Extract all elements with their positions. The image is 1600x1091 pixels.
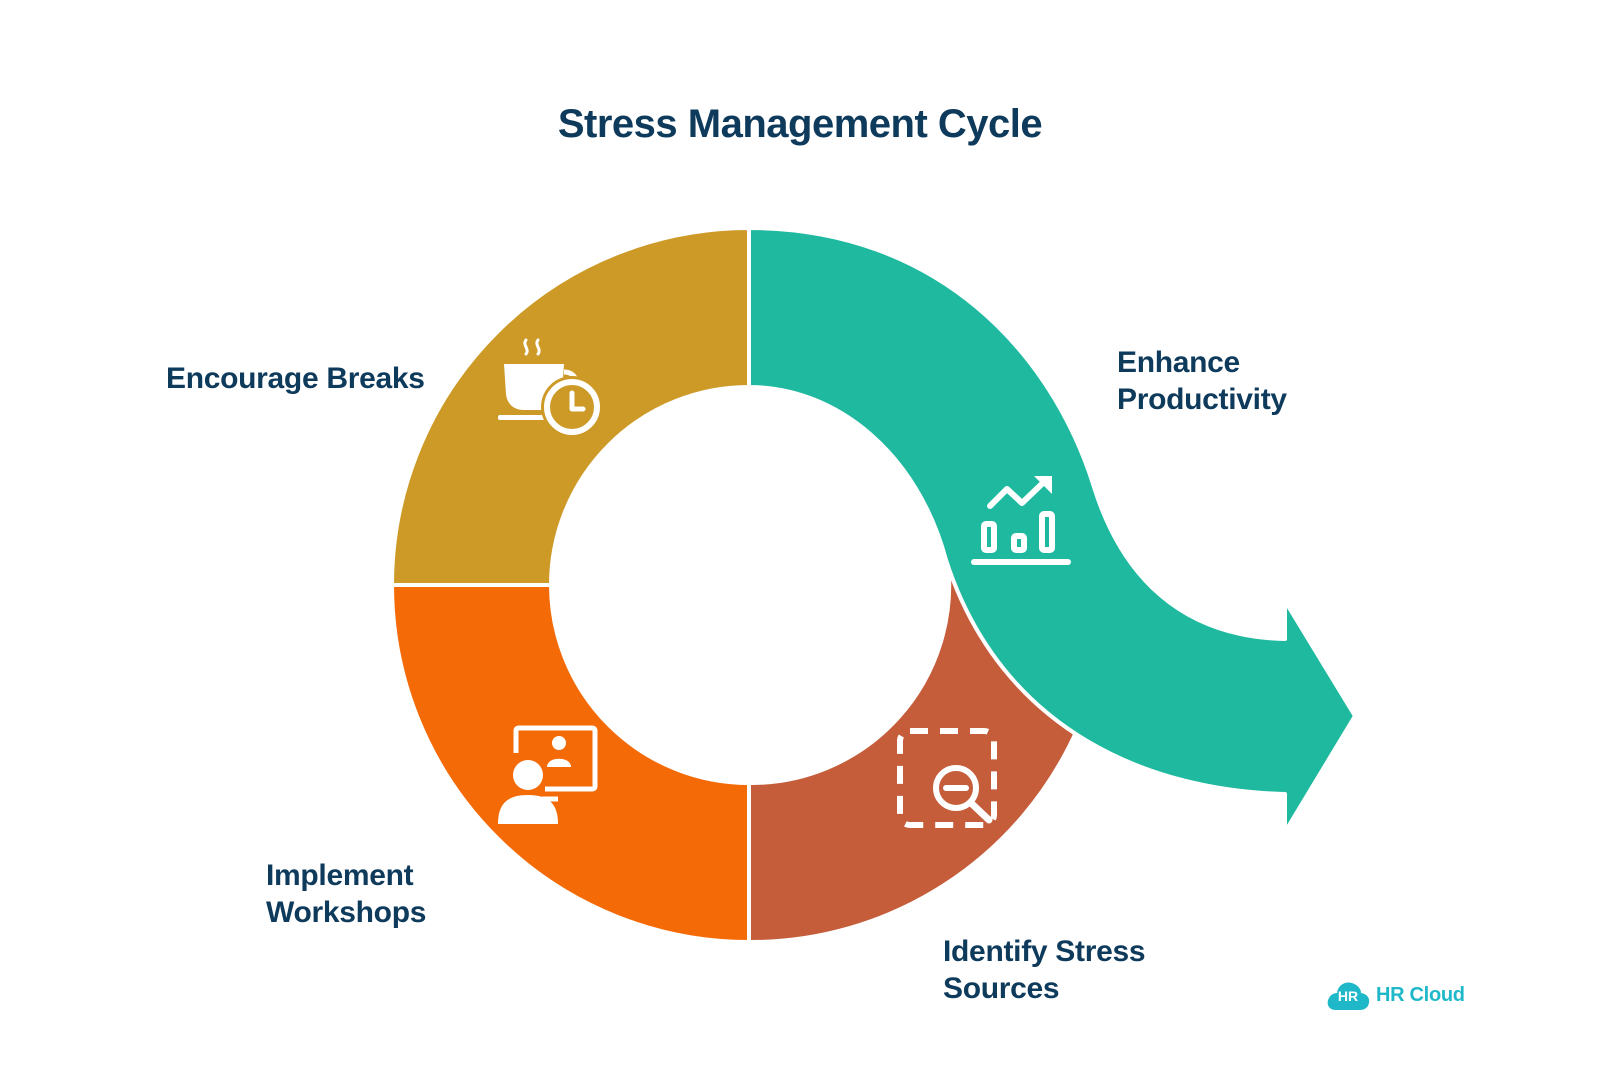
label-line: Implement bbox=[266, 859, 414, 892]
label-implement-workshops: Implement Workshops bbox=[266, 857, 426, 931]
label-encourage-breaks: Encourage Breaks bbox=[166, 360, 425, 397]
presentation-user-icon bbox=[498, 725, 598, 824]
growth-chart-icon bbox=[971, 476, 1071, 565]
segment-implement-workshops bbox=[390, 583, 751, 944]
label-line: Workshops bbox=[266, 896, 427, 929]
logo-name: HR Cloud bbox=[1376, 983, 1465, 1006]
label-line: Productivity bbox=[1117, 383, 1287, 416]
label-line: Identify Stress bbox=[943, 935, 1146, 968]
logo-badge-text: HR bbox=[1337, 988, 1359, 1004]
coffee-clock-icon bbox=[498, 338, 603, 438]
label-line: Encourage Breaks bbox=[166, 362, 425, 395]
label-line: Sources bbox=[943, 972, 1060, 1005]
hr-cloud-logo: HR HR Cloud bbox=[1326, 979, 1465, 1011]
label-identify-stress-sources: Identify Stress Sources bbox=[943, 933, 1146, 1007]
diagram-title: Stress Management Cycle bbox=[557, 102, 1043, 146]
cloud-logo-icon: HR bbox=[1326, 979, 1370, 1011]
label-enhance-productivity: Enhance Productivity bbox=[1117, 344, 1287, 418]
label-line: Enhance bbox=[1117, 346, 1240, 379]
magnifier-search-icon bbox=[897, 728, 997, 828]
